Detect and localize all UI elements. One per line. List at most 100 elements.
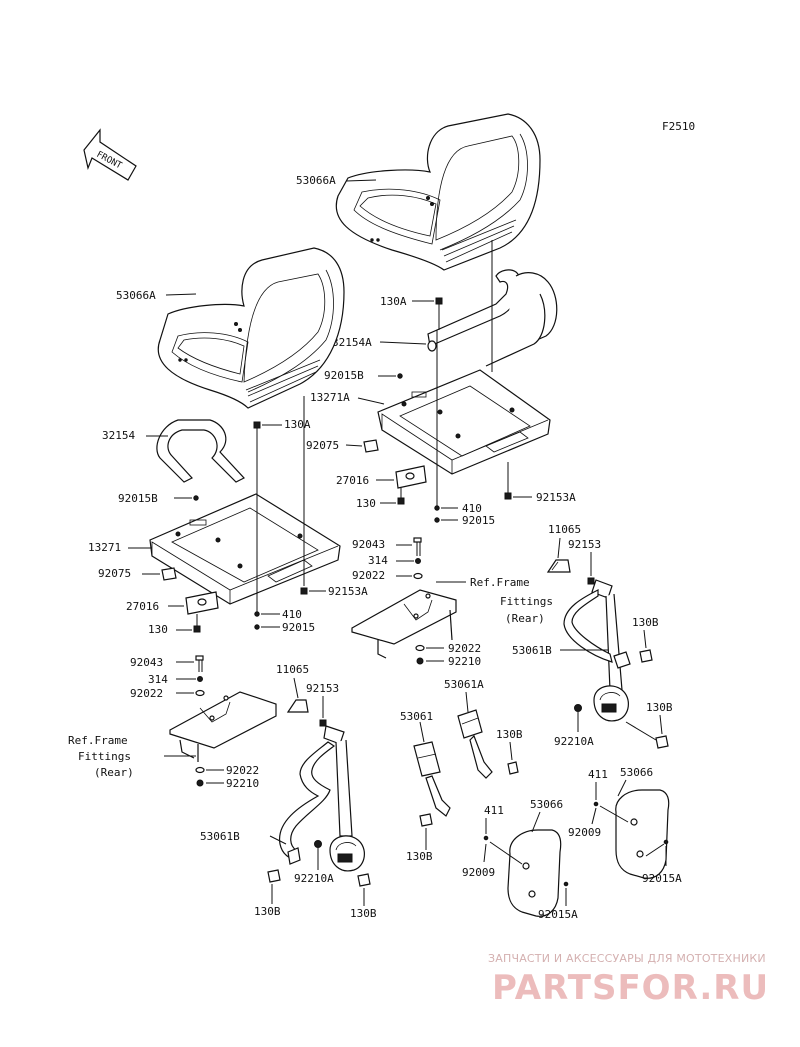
bolt-130b-left-2 [357,873,371,887]
washer-92022-right-top [413,572,423,580]
bolt-130b-right-bottom [655,735,669,749]
front-arrow-icon: FRONT [83,128,137,181]
nut-92153-right [587,577,595,585]
nut-314-right [415,558,421,564]
label-nut-92153a-left: 92153A [328,585,368,598]
washer-92022-right-bottom [415,644,425,652]
label-pad-53066-mid: 53066 [530,798,563,811]
washer-92022-left-top [195,689,205,697]
label-bolt-130b-left-2: 130B [350,907,377,920]
label-bolt-130b-right-bottom: 130B [646,701,673,714]
collar-411-mid [483,835,489,841]
label-belt-53061b-left: 53061B [200,830,240,843]
label-collar-411-right: 411 [588,768,608,781]
seat-belt-53061b-left [279,725,365,872]
washer-92075-left [161,567,177,581]
bolt-130b-right-top [639,649,653,663]
label-buckle-53061a: 53061A [444,678,484,691]
label-nut-92153-right: 92153 [568,538,601,551]
bolt-130-left [193,614,201,633]
figure-code: F2510 [662,120,695,133]
bolt-130a-right [435,297,443,330]
label-spacer-92210-right: 92210 [448,655,481,668]
label-bolt-130-left: 130 [148,623,168,636]
seat-cushion-left [157,247,345,409]
spacer-92210-left [196,779,204,787]
label-base-13271-left: 13271 [88,541,121,554]
nut-92153-left [319,719,327,727]
label-spacer-92210a-left: 92210A [294,872,334,885]
ref-frame-right-line3: (Rear) [505,612,545,625]
label-bolt-92015b-left: 92015B [118,492,158,505]
seat-base-right [377,369,551,475]
label-nut-314-left: 314 [148,673,168,686]
label-washer-92022-left-bottom: 92022 [226,764,259,777]
label-washer-92022-left-top: 92022 [130,687,163,700]
label-washer-92015-right: 92015 [462,514,495,527]
buckle-53061 [413,741,451,817]
bracket-27016-left [185,591,219,615]
label-washer-92022-right-top: 92022 [352,569,385,582]
label-bar-32154-left: 32154 [102,429,135,442]
washer-92022-left-bottom [195,766,205,774]
seat-belt-53061b-right [563,579,631,722]
label-bolt-92015b-right: 92015B [324,369,364,382]
ref-frame-left-line1: Ref.Frame [68,734,128,747]
label-clip-92009-mid: 92009 [462,866,495,879]
seat-cushion-right [335,113,541,271]
label-bolt-92043-left: 92043 [130,656,163,669]
ref-frame-right-line1: Ref.Frame [470,576,530,589]
seat-bar-left [156,419,245,483]
ref-frame-right-line2: Fittings [500,595,553,608]
label-spacer-92210a-right: 92210A [554,735,594,748]
label-bracket-27016-left: 27016 [126,600,159,613]
label-washer-92022-right-bottom: 92022 [448,642,481,655]
label-bolt-130b-left-1: 130B [254,905,281,918]
ref-frame-left-line2: Fittings [78,750,131,763]
label-clip-92009-right: 92009 [568,826,601,839]
label-pad-53066-right: 53066 [620,766,653,779]
cover-11065-right [546,559,571,573]
label-screw-92015a-mid: 92015A [538,908,578,921]
pad-53066-right [615,789,670,879]
screw-92015a-mid [563,881,569,887]
bolt-130b-buckle [419,813,433,827]
bolt-130-right [397,488,405,505]
label-bolt-130-right: 130 [356,497,376,510]
seat-base-left [149,493,341,605]
label-seat-right: 53066A [296,174,336,187]
label-collar-410-left: 410 [282,608,302,621]
bolt-130b-left-1 [267,869,281,883]
label-nut-92153a-right: 92153A [536,491,576,504]
bolt-92043-left [195,655,204,672]
bolt-130a-left [253,421,261,452]
washer-92075-right [363,439,379,453]
spacer-92210a-right [574,704,582,712]
label-cover-11065-right: 11065 [548,523,581,536]
screw-92015a-right [663,839,669,845]
watermark-logo: PARTSFOR.RU [492,968,770,1008]
label-bolt-130b-buckle: 130B [406,850,433,863]
label-washer-92075-right: 92075 [306,439,339,452]
label-cover-11065-left: 11065 [276,663,309,676]
spacer-92210-right [416,657,424,665]
spacer-92210a-left [314,840,322,848]
bolt-92043-right [413,537,422,556]
label-bolt-130b-right-top: 130B [632,616,659,629]
cover-11065-left [286,699,309,713]
label-collar-410-right: 410 [462,502,482,515]
label-nut-92153-left: 92153 [306,682,339,695]
label-washer-92075-left: 92075 [98,567,131,580]
bolt-130b-buckle-a [507,761,519,775]
frame-fitting-right [351,589,457,659]
label-hinge-32154a: 32154A [332,336,372,349]
nut-314-left [197,676,203,682]
ref-frame-left-line3: (Rear) [94,766,134,779]
label-bolt-130a-left: 130A [284,418,311,431]
pad-53066-mid [507,829,562,917]
label-washer-92015-left: 92015 [282,621,315,634]
seat-hinge-bar-right [427,269,558,367]
collar-411-right [593,801,599,807]
label-screw-92015a-right: 92015A [642,872,682,885]
